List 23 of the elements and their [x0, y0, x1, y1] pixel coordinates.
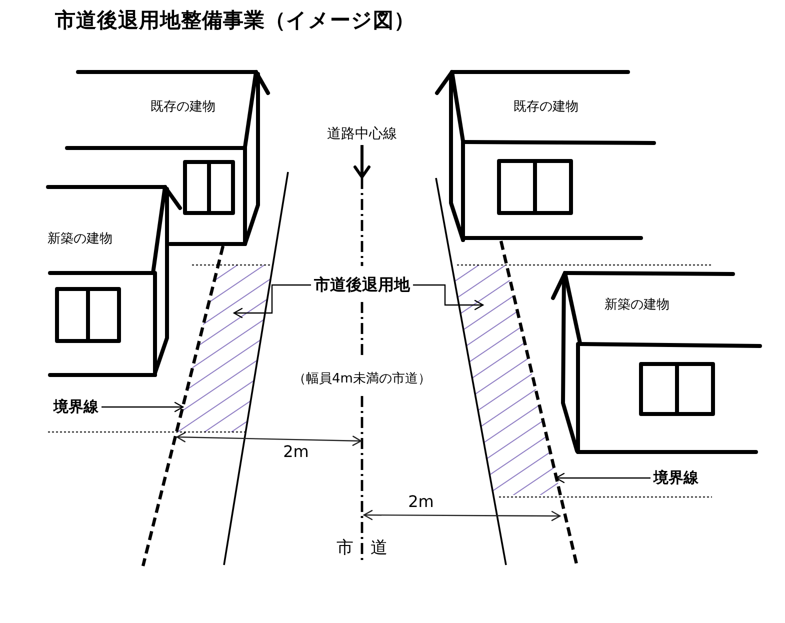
hatched-area	[452, 265, 561, 495]
building-label: 新築の建物	[604, 298, 670, 314]
callout-label: 道路中心線	[327, 126, 397, 142]
road-name-label: 市 道	[336, 539, 388, 559]
callout-label: 市道後退用地	[314, 276, 410, 294]
dimension-label: 2m	[283, 442, 309, 462]
leader-arrow	[555, 472, 650, 484]
leader-arrow	[102, 402, 184, 412]
callout-label: 境界線	[54, 398, 98, 416]
road-width-note: （幅員4m未満の市道）	[293, 372, 431, 388]
building-label: 既存の建物	[150, 100, 216, 116]
center-line	[360, 178, 364, 266]
diagram-title: 市道後退用地整備事業（イメージ図）	[55, 8, 415, 33]
callout-label: 境界線	[654, 469, 698, 487]
building-label: 新築の建物	[48, 232, 112, 248]
leader-arrow	[354, 145, 370, 178]
boundary-line	[499, 240, 579, 566]
building-label: 既存の建物	[514, 100, 578, 116]
boundary-line	[141, 246, 225, 566]
hatched-area	[176, 265, 273, 432]
leader-arrow	[413, 284, 484, 310]
leader-arrow	[233, 284, 311, 318]
dimension-label: 2m	[408, 492, 434, 512]
